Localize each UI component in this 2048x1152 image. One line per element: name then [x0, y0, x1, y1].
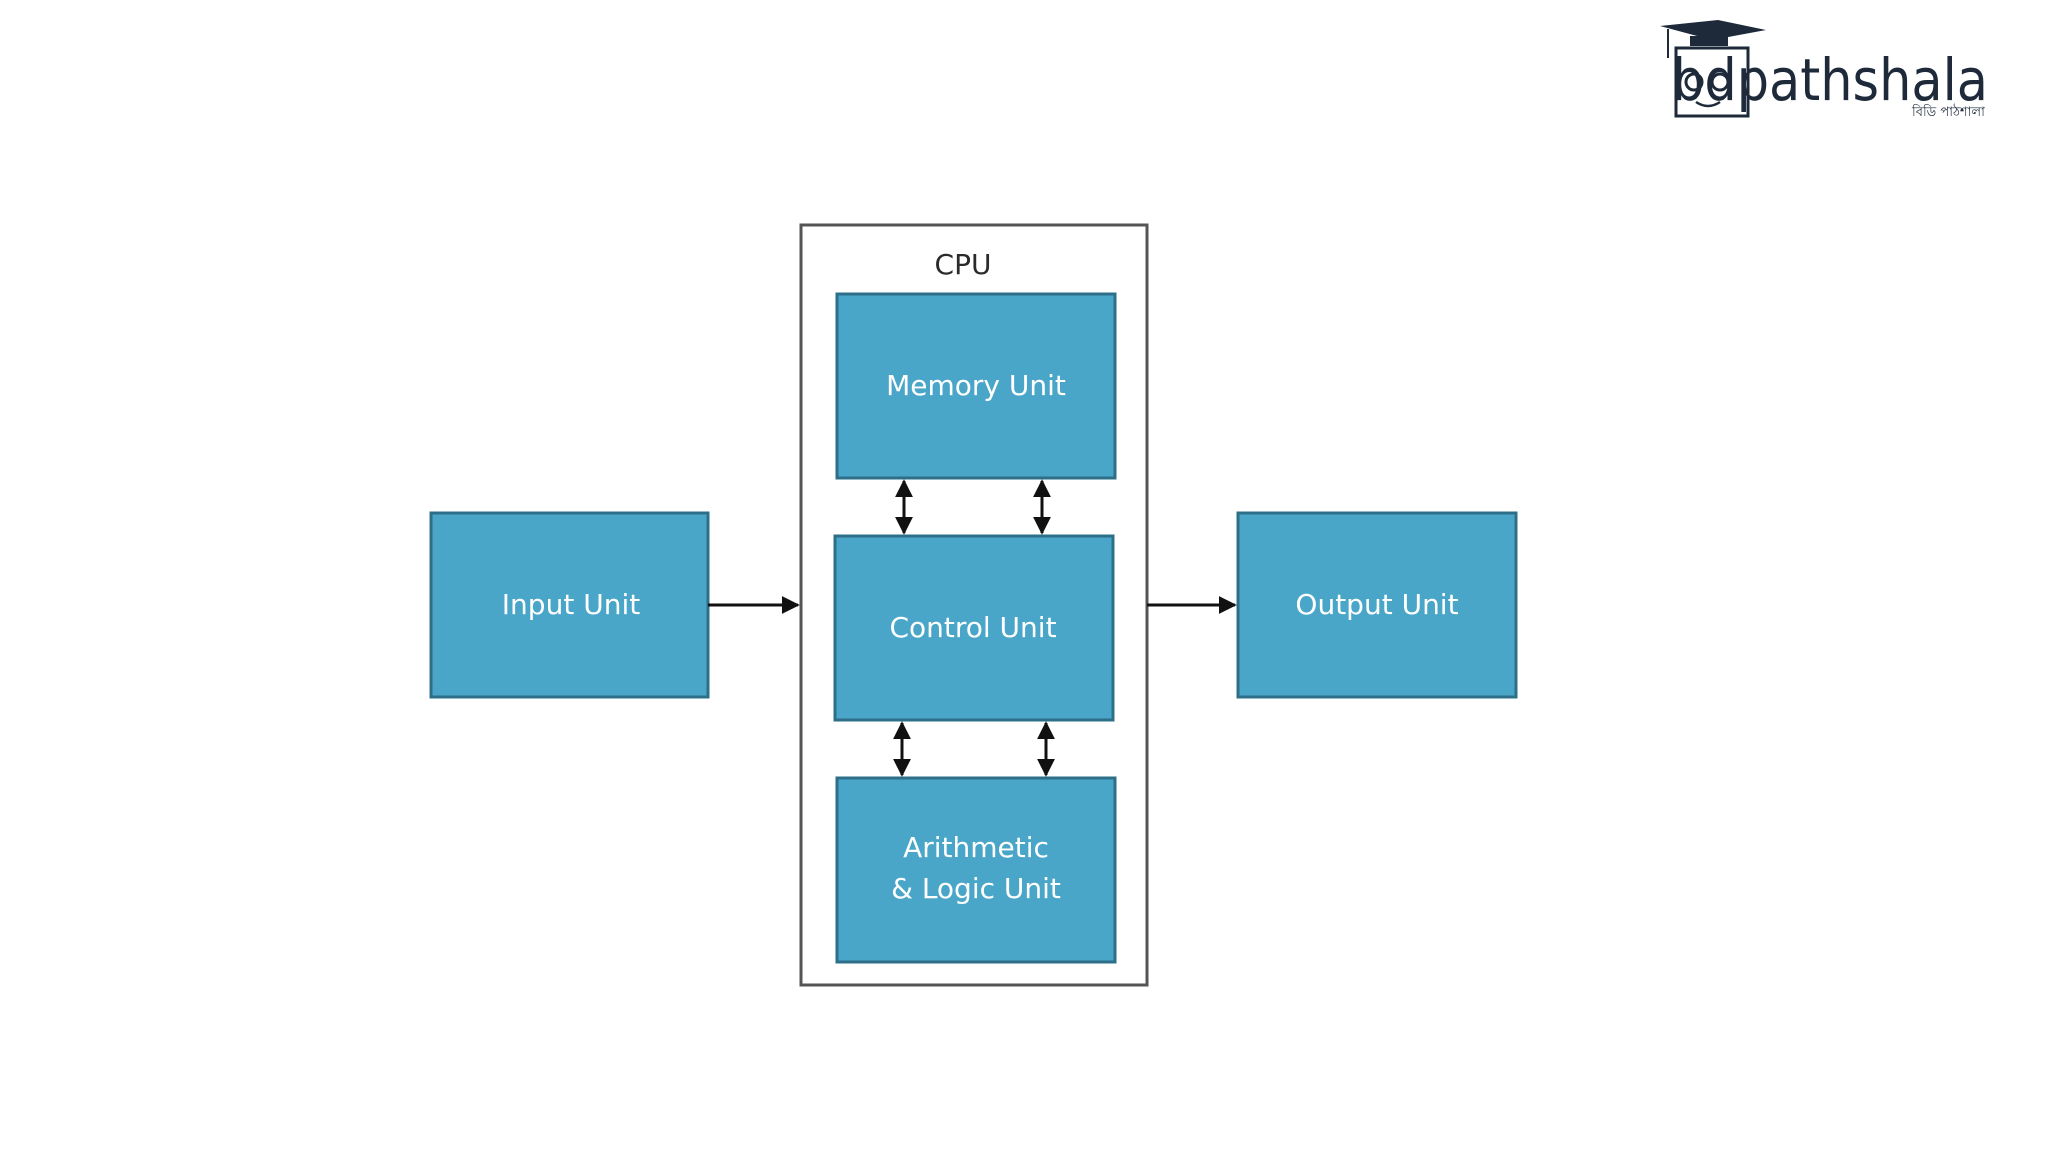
output-unit-label: Output Unit	[1295, 588, 1458, 621]
alu-label-line2: & Logic Unit	[891, 872, 1061, 905]
bdpathshala-logo: bdpathshala বিডি পাঠশালা	[1660, 20, 1988, 120]
output-unit-box	[1236, 511, 1518, 699]
cpu-label: CPU	[935, 248, 992, 281]
logo-box-icon	[1674, 46, 1750, 118]
input-unit-label: Input Unit	[502, 588, 640, 621]
alu-label-line1: Arithmetic	[903, 831, 1049, 864]
control-unit-box	[833, 534, 1115, 722]
logo-wordmark: bdpathshala	[1672, 46, 1988, 114]
memory-unit-label: Memory Unit	[886, 369, 1066, 402]
logo-subtext: বিডি পাঠশালা	[1911, 104, 1985, 120]
alu-box	[835, 776, 1117, 964]
control-unit-label: Control Unit	[889, 611, 1056, 644]
input-unit-box	[429, 511, 710, 699]
graduation-cap-icon	[1660, 20, 1766, 58]
smiley-face-icon	[1684, 72, 1730, 108]
memory-unit-box	[835, 292, 1117, 480]
